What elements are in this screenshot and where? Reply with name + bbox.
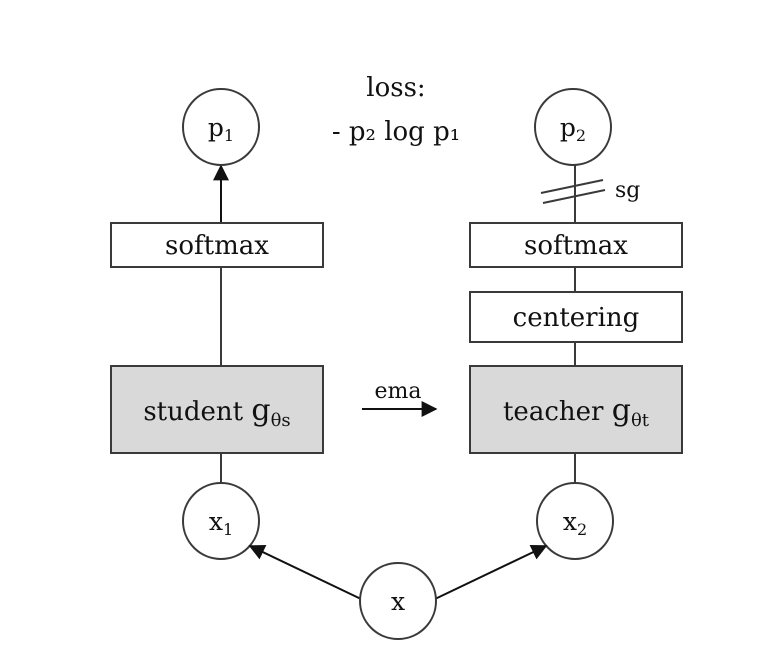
student-output-node [182, 88, 260, 166]
teacher-input-node [536, 482, 614, 560]
student-network-box [110, 365, 324, 454]
teacher-softmax-box [469, 222, 683, 268]
source-node [359, 562, 437, 640]
student-input-node [182, 482, 260, 560]
teacher-network-box [469, 365, 683, 454]
ema-label: ema [375, 379, 422, 404]
student-softmax-box [110, 222, 324, 268]
student-softmax-label: softmax [165, 231, 269, 261]
student-output-label: p1 [208, 113, 234, 145]
teacher-input-label: x2 [563, 507, 587, 539]
stop-gradient-label: sg [615, 178, 640, 203]
teacher-softmax-label: softmax [524, 231, 628, 261]
source-label: x [391, 587, 405, 616]
arrow-source-to-x1 [248, 544, 362, 600]
stop-gradient-mark-1 [540, 179, 604, 194]
loss-formula: - p₂ log p₁ [332, 117, 460, 147]
teacher-network-label: teacher gθt [503, 393, 650, 431]
student-input-label: x1 [209, 507, 233, 539]
teacher-centering-label: centering [513, 303, 640, 333]
stop-gradient-mark-2 [542, 189, 606, 204]
teacher-output-label: p2 [560, 113, 586, 145]
arrow-source-to-x2 [434, 544, 548, 600]
teacher-output-node [534, 88, 612, 166]
teacher-centering-box [469, 291, 683, 343]
student-network-label: student gθs [143, 393, 290, 431]
loss-title: loss: [366, 73, 425, 103]
